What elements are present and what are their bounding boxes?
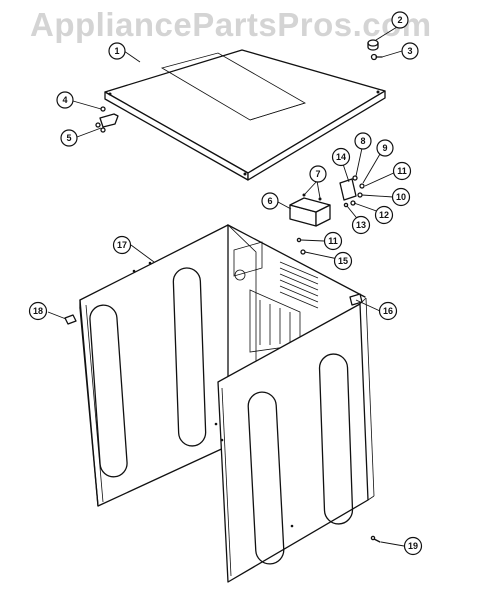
control-bracket-part bbox=[289, 193, 331, 227]
svg-text:4: 4 bbox=[62, 95, 67, 105]
callout-13: 13 bbox=[351, 215, 371, 235]
svg-text:9: 9 bbox=[382, 143, 387, 153]
cabinet-clip-part bbox=[64, 314, 77, 325]
callout-7: 7 bbox=[309, 165, 327, 183]
callout-1: 1 bbox=[108, 42, 126, 60]
cabinet-screw-part bbox=[296, 237, 306, 255]
svg-text:5: 5 bbox=[66, 133, 71, 143]
callout-10: 10 bbox=[391, 187, 411, 207]
callout-8: 8 bbox=[354, 132, 372, 150]
watermark-logo: AppliancePartsPros.com bbox=[30, 6, 432, 43]
callout-15: 15 bbox=[333, 251, 353, 271]
svg-text:7: 7 bbox=[315, 169, 320, 179]
callout-9: 9 bbox=[376, 139, 394, 157]
callout-19: 19 bbox=[403, 536, 423, 556]
bottom-screw-part bbox=[370, 535, 381, 543]
callout-4: 4 bbox=[56, 91, 74, 109]
callout-18: 18 bbox=[28, 301, 48, 321]
svg-text:16: 16 bbox=[383, 306, 393, 316]
svg-text:8: 8 bbox=[360, 136, 365, 146]
svg-text:11: 11 bbox=[328, 236, 338, 246]
svg-text:19: 19 bbox=[408, 541, 418, 551]
callout-17: 17 bbox=[112, 235, 132, 255]
svg-text:15: 15 bbox=[338, 256, 348, 266]
svg-text:3: 3 bbox=[407, 46, 412, 56]
svg-text:18: 18 bbox=[33, 306, 43, 316]
callout-5: 5 bbox=[60, 129, 78, 147]
callout-3: 3 bbox=[401, 42, 419, 60]
callout-2: 2 bbox=[391, 11, 409, 29]
svg-text:12: 12 bbox=[379, 210, 389, 220]
top-bumper-part bbox=[367, 39, 379, 51]
callout-12: 12 bbox=[374, 205, 394, 225]
svg-text:17: 17 bbox=[117, 240, 127, 250]
svg-text:6: 6 bbox=[267, 196, 272, 206]
svg-text:2: 2 bbox=[397, 15, 402, 25]
leader-lines bbox=[47, 26, 405, 547]
svg-text:1: 1 bbox=[114, 46, 119, 56]
svg-text:10: 10 bbox=[396, 192, 406, 202]
callout-16: 16 bbox=[378, 301, 398, 321]
corner-bracket-part bbox=[349, 293, 363, 306]
callout-11-lower: 11 bbox=[323, 231, 343, 251]
callout-6: 6 bbox=[261, 192, 279, 210]
switch-assembly-part bbox=[339, 175, 365, 208]
cabinet-body bbox=[79, 224, 375, 583]
svg-text:11: 11 bbox=[397, 166, 407, 176]
callout-14: 14 bbox=[331, 147, 351, 167]
callout-11-upper: 11 bbox=[392, 161, 412, 181]
svg-text:13: 13 bbox=[356, 220, 366, 230]
top-screw-part bbox=[370, 53, 383, 61]
svg-text:14: 14 bbox=[336, 152, 346, 162]
top-panel bbox=[104, 49, 386, 181]
